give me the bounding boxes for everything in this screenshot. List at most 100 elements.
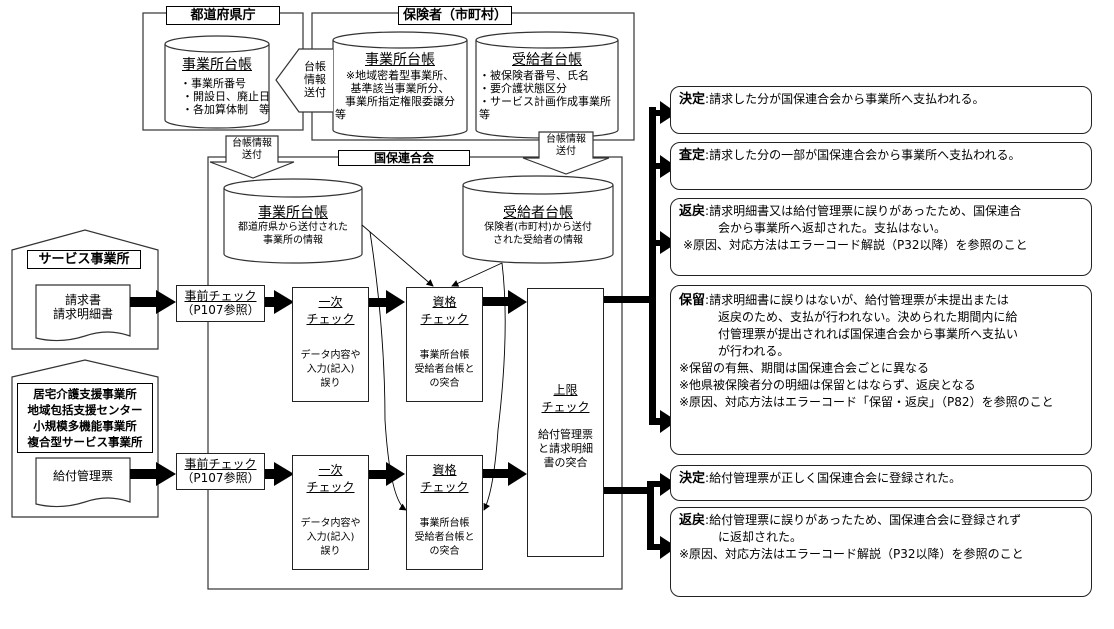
result-claim-pending: 保留:請求明細書に誤りはないが、給付管理票が未提出または 返戻のため、支払が行わ… (670, 285, 1092, 455)
flow-arrow (649, 110, 663, 116)
primary-check-box-benefit (292, 455, 369, 570)
federation-recipient-ledger-cylinder (462, 175, 614, 264)
flow-arrow (649, 163, 663, 169)
result-label: 返戻 (679, 204, 706, 219)
send-arrow-right (522, 131, 610, 175)
flow-arrow (156, 462, 176, 486)
insurer-recipient-ledger-line: ・要介護状態区分 (479, 82, 567, 95)
limit-check-desc: 書の突合 (543, 456, 588, 469)
prefecture-ledger-cylinder (164, 35, 270, 129)
primary-check-desc: 誤り (320, 378, 341, 389)
result-text: 給付管理票に誤りがあったため、国保連合会に登録されず (709, 513, 1022, 527)
send-arrow-left (209, 135, 295, 179)
qualification-check-desc: の突合 (429, 546, 460, 557)
benefit-document-label: 給付管理票 (52, 469, 113, 483)
result-claim-returned: 返戻:請求明細書又は給付管理票に誤りがあったため、国保連合 会から事業所へ返却さ… (670, 198, 1092, 276)
qualification-check-title: 資格 (432, 463, 457, 477)
flow-arrow (508, 290, 527, 314)
flow-arrow (647, 544, 663, 550)
insurer-recipient-ledger-name: 受給者台帳 (512, 52, 582, 68)
primary-check-desc: 入力(記入) (306, 532, 355, 543)
flow-arrow (649, 107, 656, 425)
result-text: が行われる。 (718, 344, 790, 358)
flow-arrow (649, 418, 663, 425)
result-note: ※原因、対応方法はエラーコード「保留・返戻」（P82）を参照のこと (679, 395, 1054, 409)
primary-check-title: 一次 (318, 463, 343, 477)
result-text: 付管理票が提出されれば国保連合会から事業所へ支払い (718, 327, 1019, 341)
pre-check-box-claim (176, 285, 265, 322)
flow-arrow (274, 462, 294, 486)
insurer-office-ledger-line: 基準該当事業所分、 (350, 82, 450, 95)
send-arrow-right-label: 送付 (556, 146, 576, 157)
qualification-check-desc: の突合 (429, 378, 460, 389)
flow-arrow (660, 410, 677, 433)
flow-arrow (660, 155, 677, 178)
result-label: 査定 (679, 148, 706, 163)
flow-arrow (156, 290, 176, 314)
result-separator: : (705, 204, 710, 218)
send-arrow-mid (275, 48, 333, 113)
federation-office-ledger-cylinder (223, 178, 363, 264)
result-separator: : (705, 92, 710, 106)
result-separator: : (705, 471, 710, 485)
qualification-check-desc: 受給者台帳と (414, 532, 475, 543)
care-office-title-line: 居宅介護支援事業所 (33, 387, 137, 401)
insurer-office-ledger-line: 等 (335, 108, 346, 121)
federation-recipient-ledger-line: 保険者(市町村)から送付 (484, 222, 592, 233)
primary-check-title: チェック (306, 312, 355, 326)
care-office-title-line: 地域包括支援センター (27, 403, 143, 417)
flow-arrow (647, 481, 654, 550)
result-text: 給付管理票が正しく国保連合会に登録された。 (709, 471, 962, 485)
insurer-recipient-ledger-line: ・サービス計画作成事業所 (479, 95, 611, 108)
primary-check-desc: データ内容や (300, 350, 361, 361)
qualification-check-box-claim (406, 287, 483, 402)
insurer-office-ledger-line: ※地域密着型事業所、 (345, 69, 455, 82)
insurer-office-ledger-name: 事業所台帳 (365, 52, 435, 68)
federation-office-ledger-name: 事業所台帳 (258, 205, 328, 221)
flow-arrow (508, 462, 527, 486)
care-office-title-line: 複合型サービス事業所 (27, 435, 143, 449)
result-claim-decided: 決定:請求した分が国保連合会から事業所へ支払われる。 (670, 86, 1092, 134)
flow-arrow (130, 469, 156, 479)
flow-arrow (647, 481, 663, 487)
flow-arrow (483, 297, 513, 306)
pre-check-ref: （P107参照） (181, 471, 260, 485)
federation-recipient-ledger-line: された受給者の情報 (493, 235, 583, 246)
flow-arrow (386, 290, 405, 314)
pre-check-title: 事前チェック (184, 289, 257, 303)
flow-arrow (264, 469, 276, 479)
result-text: 会から事業所へ返却された。支払はない。 (718, 221, 947, 235)
result-separator: : (705, 513, 710, 527)
care-office-title-line: 小規模多機能事業所 (33, 419, 137, 433)
limit-check-title: チェック (541, 400, 590, 414)
connector-line (369, 231, 407, 511)
result-text: に返却された。 (718, 530, 803, 544)
primary-check-desc: データ内容や (300, 518, 361, 529)
flow-arrow (660, 231, 677, 254)
federation-recipient-ledger-name: 受給者台帳 (503, 205, 573, 221)
flow-arrow (386, 462, 405, 486)
flow-arrow (274, 290, 294, 314)
flow-arrow (130, 297, 156, 307)
insurer-office-ledger-line: 事業所指定権限委譲分 (345, 95, 455, 108)
claim-document-line: 請求明細書 (52, 307, 113, 321)
result-claim-assessed: 査定:請求した分の一部が国保連合会から事業所へ支払われる。 (670, 142, 1092, 190)
limit-check-desc: 給付管理票 (538, 428, 593, 441)
prefecture-ledger-item: ・開設日、廃止日 (182, 90, 270, 103)
send-arrow-left-label: 台帳情報 (232, 138, 272, 149)
prefecture-title: 都道府県庁 (166, 6, 280, 25)
flow-arrow (660, 536, 677, 559)
flow-arrow (368, 470, 388, 479)
result-text: 請求明細書に誤りはないが、給付管理票が未提出または (709, 293, 1009, 307)
primary-check-title: チェック (306, 480, 355, 494)
claim-document-shape (35, 284, 131, 342)
flow-arrow (660, 473, 677, 496)
primary-check-box-claim (292, 287, 369, 402)
connector-line (361, 224, 434, 287)
limit-check-desc: と請求明細 (538, 442, 593, 455)
result-benefit-decided: 決定:給付管理票が正しく国保連合会に登録された。 (670, 465, 1092, 501)
insurer-title: 保険者（市町村） (398, 6, 512, 25)
result-text: 返戻のため、支払が行われない。決められた期間内に給 (718, 310, 1018, 324)
prefecture-ledger-item: ・事業所番号 (180, 77, 246, 90)
claim-document-line: 請求書 (64, 293, 101, 307)
